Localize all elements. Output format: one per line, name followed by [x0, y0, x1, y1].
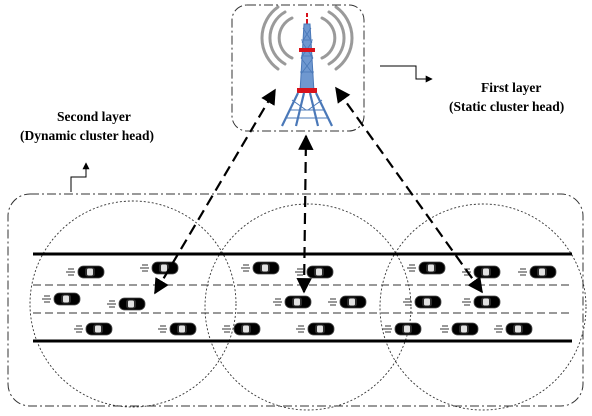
second-layer-connector — [70, 162, 90, 192]
car-icon — [295, 322, 335, 336]
car-icon — [517, 265, 557, 279]
car-icon — [402, 295, 442, 309]
link-cluster-1 — [154, 88, 276, 295]
v2i-links — [154, 86, 483, 295]
car-icon — [139, 261, 179, 275]
dynamic-layer-box — [7, 193, 584, 407]
car-icon — [493, 322, 533, 336]
car-icon — [157, 322, 197, 336]
link-cluster-2 — [296, 134, 314, 294]
car-icon — [73, 322, 113, 336]
link-cluster-3 — [335, 86, 483, 294]
cell-tower-icon — [260, 5, 354, 127]
car-icon — [461, 295, 501, 309]
cluster-circle-3 — [379, 203, 587, 411]
car-icon — [41, 292, 81, 306]
first-layer-subtitle: (Static cluster head) — [449, 99, 565, 114]
car-icon — [106, 297, 146, 311]
car-icon — [382, 322, 422, 336]
first-layer-title: First layer — [481, 80, 542, 95]
car-icon — [406, 261, 446, 275]
car-icon — [65, 265, 105, 279]
second-layer-title: Second layer — [57, 109, 131, 124]
static-layer-box — [231, 4, 365, 132]
cluster-circle-1 — [29, 200, 237, 408]
car-icon — [221, 322, 261, 336]
car-icon — [439, 322, 479, 336]
car-icon — [327, 295, 367, 309]
second-layer-subtitle: (Dynamic cluster head) — [20, 128, 154, 143]
first-layer-connector — [380, 65, 433, 83]
car-icon — [294, 265, 334, 279]
car-icon — [240, 261, 280, 275]
car-icon — [272, 295, 312, 309]
